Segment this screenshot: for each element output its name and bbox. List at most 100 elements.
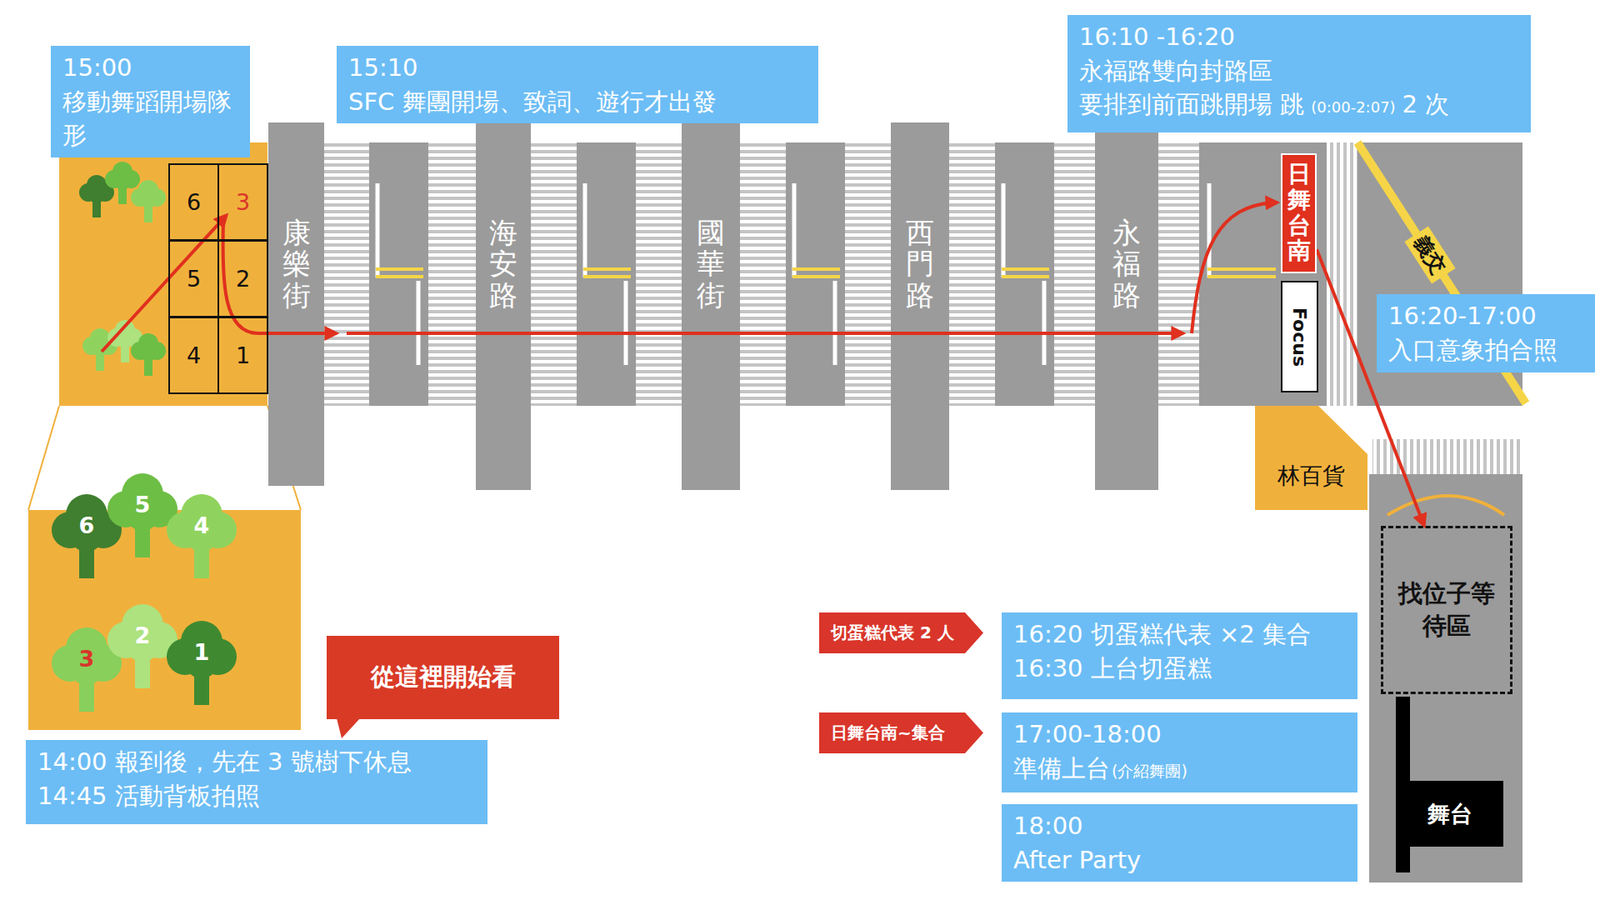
time-box: 14:00 報到後，先在 3 號樹下休息14:45 活動背板拍照 — [25, 740, 488, 825]
formation-cell: 5 — [168, 240, 220, 318]
road-median — [785, 142, 845, 406]
callout-pointer — [336, 718, 360, 739]
waiting-area-content: 找位子等待區 — [1395, 577, 1499, 643]
small-tree — [88, 186, 105, 204]
time-note: 要排到前面跳開場 跳 — [1079, 90, 1305, 119]
time-note-line: 15:10 — [348, 50, 807, 85]
street-road — [268, 122, 1159, 490]
lower-road — [1387, 495, 1505, 515]
street-name-line: 國華街 — [681, 217, 740, 311]
area-name: 找位子等待區 — [1398, 579, 1495, 640]
landmark-building-outline — [1255, 405, 1368, 510]
tag-label-content: 日舞台南~集合 — [830, 721, 945, 745]
time-note: 移動舞蹈開場隊形 — [62, 87, 232, 150]
time-note: 16:10 -16:20 — [1079, 22, 1235, 51]
lane-marking — [1001, 183, 1006, 278]
cell-number-line: 2 — [235, 265, 250, 292]
focus-label-line: Focus — [1270, 326, 1330, 348]
time-note-line: 18:00 — [1013, 809, 1346, 844]
tree-number: 2 — [135, 622, 151, 649]
formation-cell-content: 3 — [235, 189, 250, 215]
formation-cell: 6 — [168, 163, 220, 241]
time-box: 15:10SFC 舞團開場、致詞、遊行才出發 — [336, 45, 819, 124]
focus-box-content: Focus — [1270, 326, 1330, 348]
time-note: 14:45 活動背板拍照 — [37, 781, 260, 810]
lane-marking — [792, 183, 797, 278]
time-note-line: 準備上台(介紹舞團) — [1013, 751, 1346, 786]
cell-number: 1 — [235, 342, 250, 369]
time-box: 16:20 切蛋糕代表 ×2 集合16:30 上台切蛋糕 — [1001, 612, 1358, 700]
lane-marking — [375, 183, 1276, 365]
time-note-line: After Party — [1013, 843, 1346, 878]
time-note: After Party — [1013, 845, 1141, 875]
callout-box: 從這裡開始看 — [326, 635, 560, 720]
cell-number: 6 — [186, 189, 201, 215]
time-box: 18:00After Party — [1001, 804, 1358, 882]
lane-marking — [1042, 280, 1047, 365]
route-arrow — [346, 331, 1184, 335]
time-note-line: 14:00 報到後，先在 3 號樹下休息 — [37, 745, 476, 780]
time-note-line: 14:45 活動背板拍照 — [37, 779, 476, 814]
street-name: 國華街 — [696, 217, 725, 311]
lane-marking — [1207, 275, 1276, 279]
stage-name: 舞台 — [1427, 800, 1473, 827]
street-band: 永福路 — [1095, 122, 1159, 490]
route-arrow — [101, 215, 227, 352]
tree-number-holder: 1 — [194, 639, 210, 665]
time-note: 16:20-17:00 — [1388, 301, 1537, 330]
lane-marking — [792, 267, 840, 271]
lane-marking — [583, 267, 631, 271]
time-note: (介紹舞團) — [1111, 761, 1188, 780]
street-road — [1095, 122, 1159, 490]
street-band: 海安路 — [475, 122, 531, 490]
street-name-line: 永福路 — [1095, 217, 1159, 311]
lane-marking — [1207, 183, 1212, 278]
small-tree — [114, 173, 131, 190]
lane-marking — [792, 275, 840, 279]
formation-cell: 1 — [217, 316, 269, 395]
formation-cell-content: 5 — [186, 265, 201, 292]
formation-cell: 4 — [168, 316, 220, 395]
park-area — [28, 405, 60, 510]
time-note: (0:00-2:07) — [1310, 98, 1395, 116]
small-tree — [140, 345, 157, 362]
police-label-holder: 義交 — [1404, 226, 1455, 285]
time-note: 17:00-18:00 — [1013, 720, 1162, 749]
street-band: 康樂街 — [268, 122, 325, 490]
tree-number: 1 — [194, 639, 210, 665]
tree-number-holder: 6 — [79, 512, 95, 539]
formation-cell: 3 — [217, 163, 269, 241]
park-area — [28, 510, 301, 730]
tree-number-holder: 5 — [135, 491, 151, 518]
time-note-line: 16:20-17:00 — [1388, 299, 1584, 334]
small-tree — [140, 191, 157, 209]
road-median — [369, 142, 429, 406]
time-box: 16:10 -16:20 永福路雙向封路區要排到前面跳開場 跳 (0:00-2:07… — [1067, 15, 1531, 133]
street-name: 康樂街 — [282, 217, 311, 311]
tree-number-holder: 2 — [135, 622, 151, 649]
time-note-line: 入口意象拍合照 — [1388, 333, 1584, 368]
cell-number: 4 — [186, 342, 201, 369]
lane-marking — [583, 183, 588, 278]
tag-text-line: 日舞台南~集合 — [830, 721, 945, 745]
crosswalk — [1326, 142, 1358, 406]
street-name: 海安路 — [489, 217, 518, 311]
stage-name-line: 舞台 — [1427, 799, 1473, 830]
time-note: 永福路雙向封路區 — [1079, 56, 1273, 85]
time-note: SFC 舞團開場、致詞、遊行才出發 — [348, 87, 717, 116]
road-median — [995, 142, 1055, 406]
street-name-line: 西門路 — [890, 217, 950, 311]
street-name: 永福路 — [1112, 217, 1141, 311]
route-arrow — [1191, 202, 1278, 334]
team-name: 日舞台南 — [1287, 161, 1311, 265]
time-note-line: 16:30 上台切蛋糕 — [1013, 651, 1346, 686]
time-box: 16:20-17:00 入口意象拍合照 — [1376, 294, 1595, 373]
tree-number: 5 — [135, 491, 151, 518]
time-note-line: 要排到前面跳開場 跳(0:00-2:07)2 次 — [1079, 87, 1520, 122]
time-note: 16:30 上台切蛋糕 — [1013, 654, 1212, 683]
tag-label: 日舞台南~集合 — [819, 712, 984, 754]
tag-text-line: 切蛋糕代表 2 人 — [830, 621, 955, 645]
formation-cell-content: 1 — [235, 342, 250, 369]
tree-number: 6 — [79, 512, 95, 539]
